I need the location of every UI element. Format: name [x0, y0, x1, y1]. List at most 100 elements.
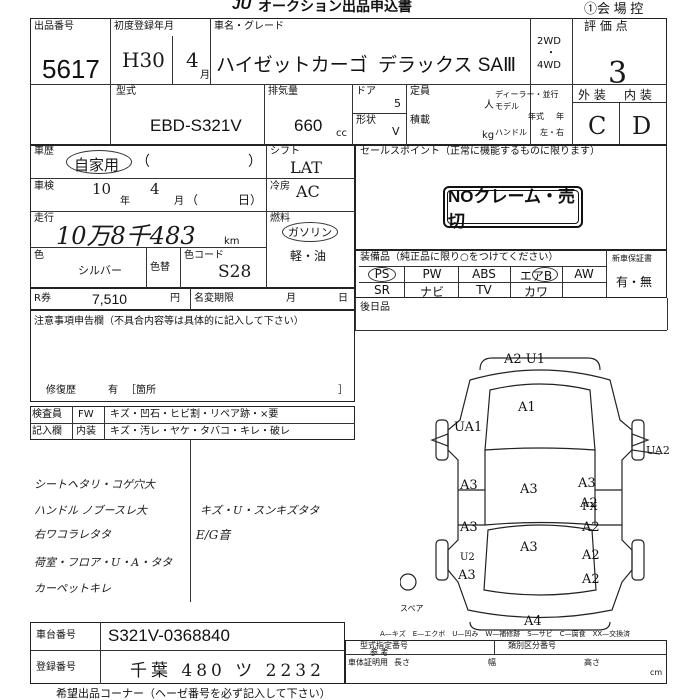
- capacity-unit: 人: [484, 100, 494, 111]
- damage-right-door: A3: [578, 476, 596, 491]
- info-block: [30, 18, 667, 145]
- remark-seat: シートヘタリ・コゲ穴大: [34, 478, 155, 491]
- interior-label: 内 装: [624, 88, 652, 102]
- color-label: 色: [34, 250, 44, 261]
- model-year-label: モデル: [495, 102, 519, 111]
- car-damage-diagram: [400, 357, 661, 631]
- damage-rear-bumper: A4: [524, 614, 542, 629]
- inspector-label-2: 記入欄: [32, 426, 62, 437]
- handle-value: 左・右: [540, 128, 564, 137]
- equipment-label: 装備品（純正品に限り○をつけてください）: [360, 252, 559, 263]
- damage-right-slide: A2: [582, 520, 600, 535]
- inspection-year-unit: 年: [120, 196, 130, 207]
- model-grade: デラックス SAⅢ: [378, 55, 517, 76]
- damage-right-door-lower: A2: [580, 496, 598, 511]
- ac-label: 冷房: [270, 181, 290, 192]
- class-number-label: 類別区分番号: [508, 641, 556, 650]
- registration-month: 4: [186, 48, 199, 72]
- later-date-label: 後日品: [360, 302, 390, 313]
- model-name: ハイゼットカーゴ: [216, 55, 368, 76]
- name-change-label: 名変期限: [194, 293, 234, 304]
- damage-left-rear-u2: U2: [460, 552, 475, 563]
- mileage-unit: km: [224, 236, 240, 247]
- inspector-fw: FW: [78, 409, 94, 420]
- lot-number: 5617: [42, 54, 100, 84]
- damage-hood: A1: [518, 400, 536, 415]
- equipment-leather: カワ: [523, 285, 548, 299]
- displacement-value: 660: [294, 116, 323, 135]
- remark-cargo: 荷室・フロア・U・A・タタ: [34, 556, 173, 569]
- remark-scratch: キズ・U・スンキズタタ: [200, 504, 320, 517]
- rating-label: 評 価 点: [584, 19, 628, 33]
- equipment-ps-circle: [368, 267, 396, 282]
- footer-text: 希望出品コーナー（ヘーゼ番号を必ず記入して下さい）: [56, 687, 331, 700]
- lot-label: 出品番号: [34, 21, 74, 32]
- notes-label: 注意事項申告欄（不具合内容等は具体的に記入して下さい）: [34, 316, 304, 327]
- inspector-int: 内装: [76, 426, 96, 437]
- equipment-block: [355, 250, 667, 298]
- displacement-label: 排気量: [268, 86, 298, 97]
- color-value: シルバー: [78, 264, 122, 277]
- equipment-tv: TV: [476, 283, 492, 297]
- handle-label: ハンドル: [495, 128, 527, 137]
- history-paren-open: （: [136, 154, 150, 170]
- form-header: JU オークション出品申込書 ①会 場 控: [0, 0, 700, 18]
- remark-handle: ハンドル ノブースレ大: [34, 504, 147, 517]
- remark-right-side: 右ワコラレタタ: [34, 528, 111, 541]
- form-title: オークション出品申込書: [258, 0, 412, 14]
- history-paren-close: ）: [248, 154, 262, 170]
- repair-label: 修復歴: [46, 385, 76, 396]
- warranty-value: 有・無: [616, 275, 653, 289]
- equipment-airbag-circle: [532, 267, 558, 282]
- inspection-label: 車検: [34, 181, 54, 192]
- model-label: 車名・グレード: [214, 21, 284, 32]
- doors-value: 5: [394, 97, 401, 110]
- ac-value: AC: [296, 182, 320, 201]
- venue-copy-label: ①会 場 控: [584, 1, 644, 16]
- damage-right-front: UA2: [646, 444, 670, 457]
- equipment-navi: ナビ: [419, 285, 444, 299]
- year-unit: 年: [556, 112, 564, 121]
- cm-unit: cm: [650, 668, 663, 677]
- sales-point-block: [355, 145, 667, 250]
- damage-left-rear: A3: [458, 568, 476, 583]
- mileage-value: 10万8千483: [56, 222, 196, 250]
- repair-place-open: ［箇所: [126, 385, 156, 396]
- model-year-unit: 年式: [528, 112, 544, 121]
- vehicle-detail-block: [30, 145, 355, 288]
- damage-front-bumper: A2 U1: [504, 352, 546, 367]
- height-label: 高さ: [584, 658, 600, 667]
- certificate-block: [345, 640, 667, 684]
- damage-left-front: UA1: [454, 420, 483, 435]
- name-change-month: 月: [286, 293, 296, 304]
- repair-value: 有: [108, 385, 118, 396]
- registration-era-year: H30: [122, 48, 165, 72]
- type-value: EBD-S321V: [150, 116, 242, 135]
- fuel-label: 燃料: [270, 213, 290, 224]
- damage-left-slide: A3: [460, 520, 478, 535]
- recycle-label: R券: [34, 293, 51, 304]
- equipment-aw: AW: [574, 267, 594, 281]
- color-change-label: 色替: [150, 262, 170, 273]
- recycle-row: [30, 288, 355, 310]
- capacity-label: 定員: [410, 86, 430, 97]
- type-label: 型式: [116, 86, 136, 97]
- chassis-label: 車台番号: [36, 630, 76, 641]
- inspection-year: 10: [92, 180, 112, 198]
- drive-4wd: 4WD: [537, 60, 561, 71]
- inspector-label-1: 検査員: [32, 409, 62, 420]
- spec-number-label: 型式指定番号: [360, 641, 408, 650]
- no-claim-stamp: NOクレーム・売切: [443, 186, 583, 231]
- load-unit: kg: [482, 130, 495, 141]
- chassis-plate-block: [30, 622, 345, 684]
- plate-label: 登録番号: [36, 662, 76, 673]
- shape-value: V: [392, 125, 400, 138]
- equipment-abs: ABS: [472, 267, 496, 281]
- mileage-label: 走行: [34, 213, 54, 224]
- repair-place-close: ］: [338, 385, 348, 396]
- inspector-int-items: キズ・汚レ・ヤケ・タバコ・キレ・破レ: [110, 426, 290, 437]
- plate-value: 千葉 480 ツ 2232: [130, 661, 325, 681]
- registration-month-unit: 月: [200, 70, 210, 81]
- length-label: 長さ: [394, 658, 410, 667]
- sales-point-label: セールスポイント（正常に機能するものに限ります）: [360, 146, 600, 157]
